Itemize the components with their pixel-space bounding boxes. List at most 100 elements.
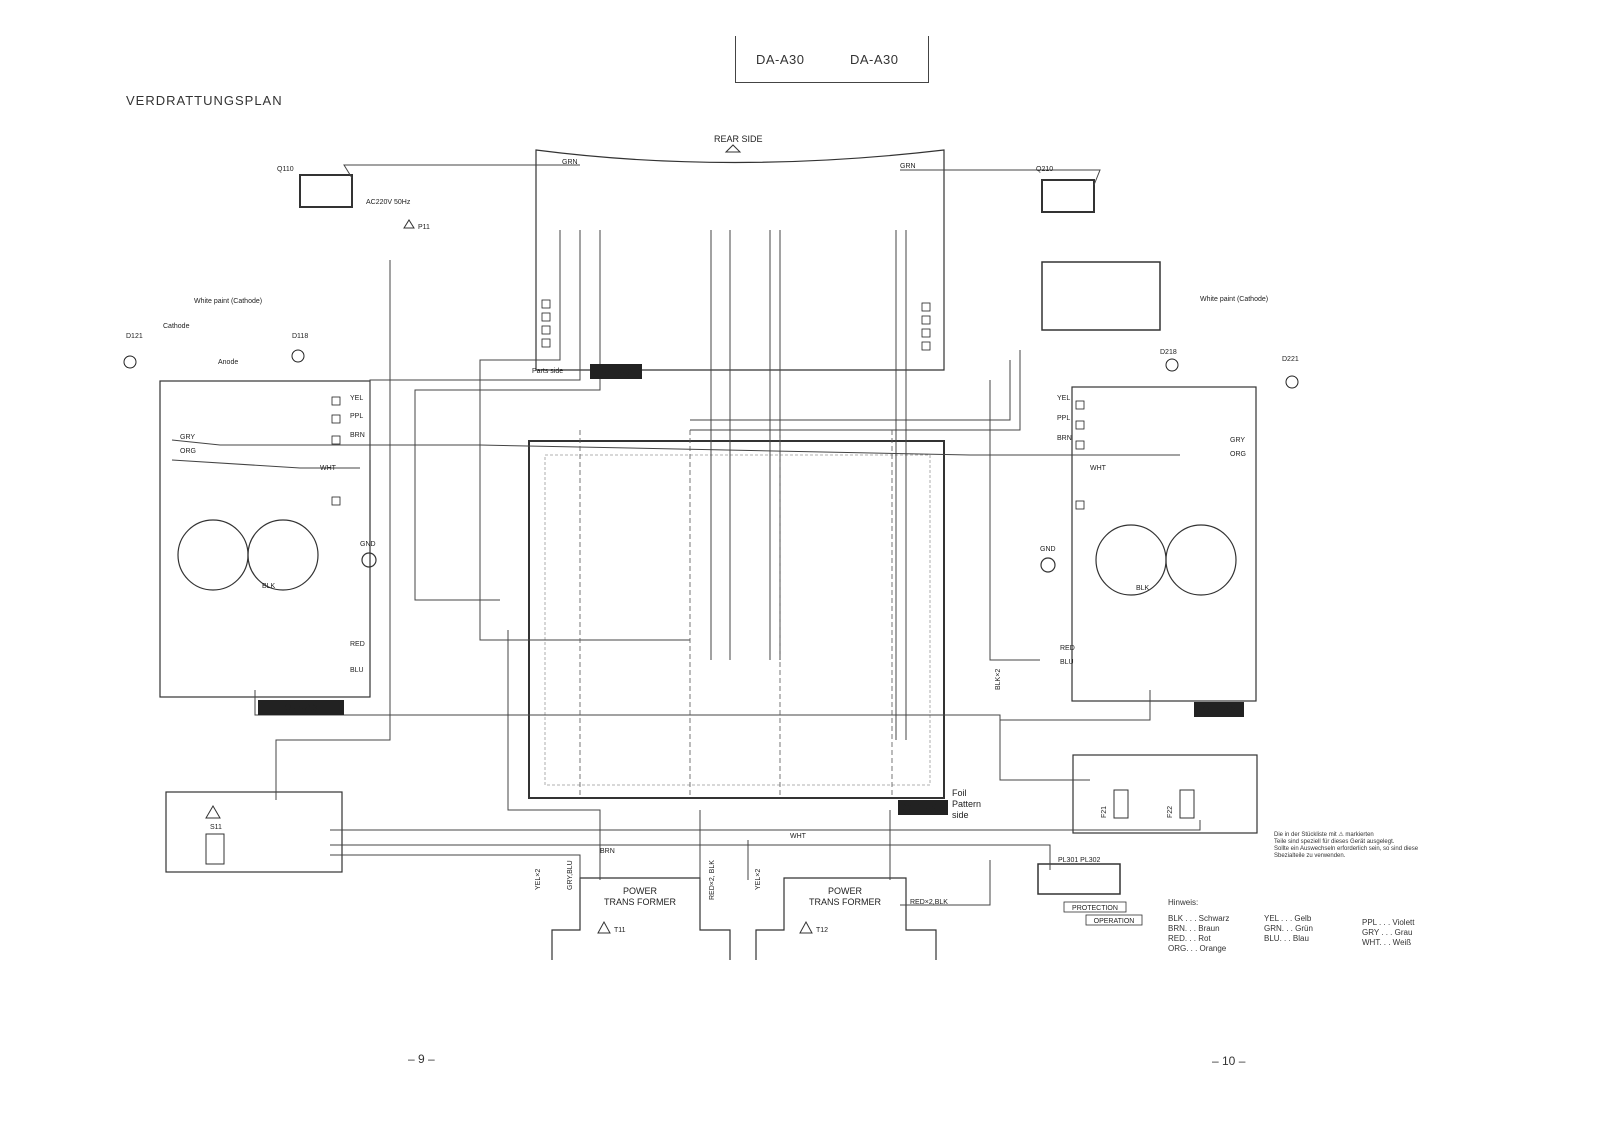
t12-warning-icon [799,920,813,934]
wire-blk-left: BLK [262,583,276,590]
pl-label: PL301 PL302 [1058,857,1101,864]
s11-label: S11 [210,824,222,831]
warning-triangle-icon [403,219,415,229]
wire-yel-right: YEL [1057,395,1070,402]
legend-item: PPL . . . Violett [1362,918,1415,927]
legend-item: RED. . . Rot [1168,934,1211,943]
page-number-right: – 10 – [1212,1054,1246,1068]
page-number-left: – 9 – [408,1052,435,1066]
legend-item: GRY . . . Grau [1362,928,1413,937]
wire-blk-right: BLK [1136,585,1150,592]
legend-item: BLU. . . Blau [1264,934,1309,943]
ma42-left-board-outline [159,380,371,698]
small-board-top-right [1041,261,1161,331]
ma42-left-tag: MA-42 [258,700,344,715]
parts-side-label: Parts side [532,368,563,375]
svg-text:CTL-56: CTL-56 [903,801,944,815]
white-paint-left-label: White paint (Cathode) [194,298,262,305]
rear-side-label: REAR SIDE [714,134,763,144]
s11-warning-icon [205,805,221,819]
legend-item: GRN. . . Grün [1264,924,1313,933]
power-right-line1: POWER [828,886,863,896]
white-paint-right-label: White paint (Cathode) [1200,296,1268,303]
t11-warning-icon [597,920,611,934]
power-left-line2: TRANS FORMER [604,897,677,907]
protection-box: PROTECTION [1063,901,1127,913]
wire-org-right: ORG [1230,451,1246,458]
svg-text:PROTECTION: PROTECTION [1072,905,1118,912]
ctl56-tag: CTL-56 [898,800,948,815]
note-line: Sollte ein Auswechseln erforderlich sein… [1274,846,1419,852]
wire-gry-left: GRY [180,434,195,441]
pl301-block [1037,863,1121,895]
model-header-box: DA-A30 DA-A30 [735,36,929,83]
f21-label: F21 [1101,806,1108,818]
wire-gry-blu: GRY,BLU [567,860,574,890]
d221-label: D221 [1282,356,1299,363]
t12-label: T12 [816,927,828,934]
ma42-right-tag: MA-42 [1194,702,1244,717]
gnd-right-label: GND [1040,546,1056,553]
gnd-left-label: GND [360,541,376,548]
wire-blu-right: BLU [1060,659,1074,666]
wire-wht-right: WHT [1090,465,1107,472]
legend-item: BLK . . . Schwarz [1168,914,1230,923]
svg-text:OPERATION: OPERATION [1094,918,1135,925]
speaker-circle-right-1 [1095,524,1167,596]
q110-block [299,174,353,208]
side-label: side [952,810,969,820]
pattern-label: Pattern [952,799,981,809]
wire-brn-left: BRN [350,432,365,439]
svg-text:MA-42: MA-42 [283,701,319,715]
note-line: Sbezialteile zu verwenden. [1274,853,1346,859]
wire-grn-top-left: GRN [562,159,578,166]
ac-input-label: AC220V 50Hz [366,199,411,206]
s11-switch-icon [205,833,225,865]
anode-label: Anode [218,359,238,366]
gnd-left-terminal [361,552,377,568]
legend-col-2: YEL . . . Gelb GRN. . . Grün BLU. . . Bl… [1264,914,1313,944]
wire-blu-left: BLU [350,667,364,674]
foil-label: Foil [952,788,967,798]
d218-label: D218 [1160,349,1177,356]
legend-item: YEL . . . Gelb [1264,914,1312,923]
wire-wht-left: WHT [320,465,337,472]
legend-col-1: BLK . . . Schwarz BRN. . . Braun RED. . … [1168,914,1229,954]
wire-blkx2: BLK×2 [995,669,1002,690]
model-label-right: DA-A30 [850,52,899,67]
q210-label: Q210 [1036,166,1053,173]
safety-note: Die in der Stückliste mit ⚠ markierten T… [1274,832,1434,860]
legend-col-3: PPL . . . Violett GRY . . . Grau WHT. . … [1362,918,1414,948]
diode-d218-icon [1165,358,1179,372]
speaker-circle-right-2 [1165,524,1237,596]
p11-label: P11 [418,224,430,231]
wire-redx2-blk-right: RED×2,BLK [910,899,948,906]
wire-ppl-right: PPL [1057,415,1070,422]
speaker-circle-left-2 [247,519,319,591]
wire-red-left: RED [350,641,365,648]
svg-text:PA-96: PA-96 [599,365,632,379]
wire-yelx2-left: YEL×2 [535,869,542,890]
diode-d221-icon [1285,375,1299,389]
pa96-board-outline [535,149,945,371]
operation-box: OPERATION [1085,914,1143,926]
f22-label: F22 [1167,806,1174,818]
transformer-t12-outline [755,877,937,960]
ctl56-board-outline [528,440,945,799]
wire-brn-right: BRN [1057,435,1072,442]
fuse-f22-icon [1179,789,1195,819]
wire-ppl-left: PPL [350,413,363,420]
legend-item: ORG. . . Orange [1168,944,1227,953]
svg-text:MA-42: MA-42 [1201,703,1237,717]
wire-redx2-blk-left: RED×2, BLK [709,860,716,900]
t11-label: T11 [614,927,626,934]
page-title: VERDRATTUNGSPLAN [126,93,283,108]
wire-gry-right: GRY [1230,437,1245,444]
model-label-left: DA-A30 [756,52,805,67]
power-left-line1: POWER [623,886,658,896]
speaker-circle-left-1 [177,519,249,591]
gnd-right-terminal [1040,557,1056,573]
d118-label: D118 [292,333,308,340]
legend-item: BRN. . . Braun [1168,924,1220,933]
